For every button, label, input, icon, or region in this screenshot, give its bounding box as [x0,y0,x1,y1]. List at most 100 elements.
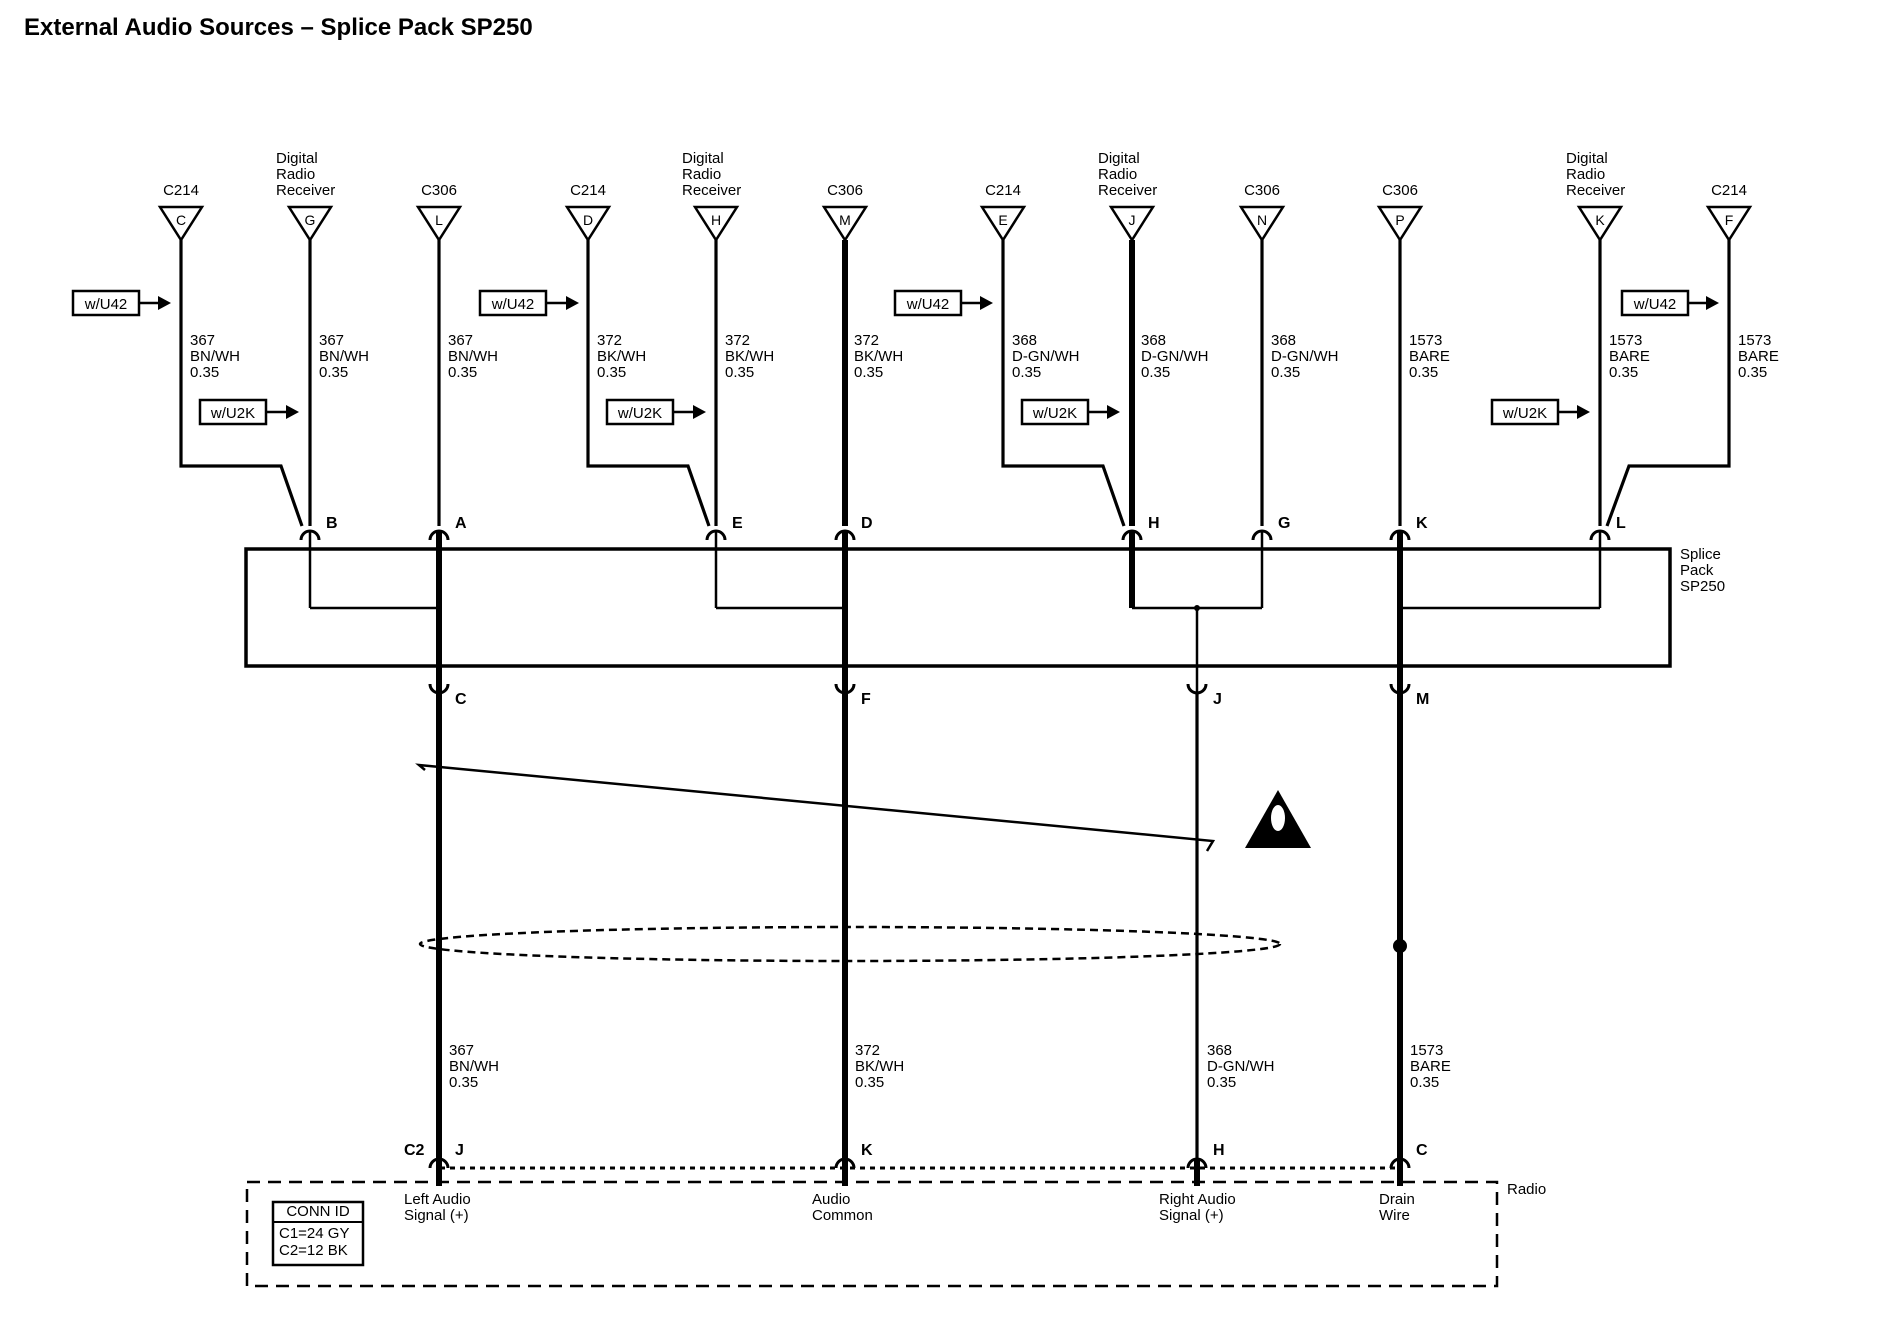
opt-u42-2-label: w/U42 [491,296,535,313]
conn-id-line-2: C2=12 BK [279,1242,348,1259]
shield-drain-splice [1393,939,1407,953]
top-wire-color: BN/WH [448,348,498,365]
connector-pin-11: F [1725,212,1734,228]
bottom-wire-size: 0.35 [855,1074,884,1091]
top-wire-circuit: 372 [725,332,750,349]
opt-u42-1-label: w/U42 [84,296,128,313]
connector-triangle-icon [692,205,740,243]
top-wire-color: BK/WH [854,348,903,365]
radio-pin-1: K [861,1142,873,1159]
arrow-right-icon [693,405,706,419]
arrow-right-icon [1107,405,1120,419]
top-wire-size: 0.35 [1409,364,1438,381]
splice-bottom-pin-0: C [455,691,467,708]
top-wire-color: BARE [1609,348,1650,365]
connector-name-11: C214 [1711,182,1747,199]
connector-name-part: Radio [276,166,315,183]
conn-id-box: CONN ID C1=24 GY C2=12 BK [271,1200,365,1267]
connector-triangle-icon [286,205,334,243]
connector-triangle-icon [157,205,205,243]
connector-name-0: C214 [163,182,199,199]
radio-box [245,1180,1499,1288]
radio-function-l2: Common [812,1207,873,1224]
top-wire-color: BK/WH [597,348,646,365]
top-wire-circuit: 368 [1012,332,1037,349]
bottom-wire-color: BARE [1410,1058,1451,1075]
bottom-wire-size: 0.35 [449,1074,478,1091]
top-wire-size: 0.35 [1012,364,1041,381]
connector-pin-0: C [176,212,186,228]
splice-top-pin-5: G [1278,515,1290,532]
connector-pin-8: N [1257,212,1267,228]
radio-connector-name: C2 [404,1142,425,1159]
top-wire-circuit: 1573 [1609,332,1642,349]
connector-name-part: Receiver [682,182,741,199]
wire-372-c214 [586,240,711,527]
radio-pin-3: C [1416,1142,1428,1159]
splice-top-pin-1: A [455,515,467,532]
arrow-right-icon [566,296,579,310]
top-wire-size: 0.35 [190,364,219,381]
arrow-right-icon [980,296,993,310]
caution-icon [1245,790,1311,848]
top-wire-circuit: 367 [448,332,473,349]
connector-name-part: Radio [1566,166,1605,183]
connector-name-part: Receiver [1098,182,1157,199]
opt-u2k-3-label: w/U2K [1032,405,1077,422]
top-wire-color: D-GN/WH [1271,348,1339,365]
top-wire-circuit: 367 [190,332,215,349]
connector-name-2: C306 [421,182,457,199]
top-wire-color: BARE [1738,348,1779,365]
bottom-wire-size: 0.35 [1207,1074,1236,1091]
top-wire-circuit: 1573 [1409,332,1442,349]
top-wire-color: BK/WH [725,348,774,365]
top-wire-size: 0.35 [1738,364,1767,381]
top-wire-circuit: 368 [1141,332,1166,349]
top-wire-circuit: 372 [854,332,879,349]
connector-name-part: Radio [1098,166,1137,183]
splice-bottom-pin-3: M [1416,691,1429,708]
splice-top-pin-4: H [1148,515,1160,532]
connector-name-part: Receiver [1566,182,1625,199]
connector-triangle-icon [1376,205,1424,243]
top-wire-circuit: 368 [1271,332,1296,349]
splice-bottom-pin-2: J [1213,691,1222,708]
twisted-pair-indicator [415,763,1216,852]
opt-u2k-4-label: w/U2K [1502,405,1547,422]
connector-name-3: C214 [570,182,606,199]
connector-pin-2: L [435,212,443,228]
connector-pin-6: E [998,212,1007,228]
radio-pin-0: J [455,1142,464,1159]
bottom-wire-circuit: 372 [855,1042,880,1059]
radio-pin-2: H [1213,1142,1225,1159]
bottom-wire-circuit: 1573 [1410,1042,1443,1059]
connector-triangle-icon [821,205,869,243]
splice-pack-label-3: SP250 [1680,578,1725,595]
diagram-title: External Audio Sources – Splice Pack SP2… [24,14,533,41]
splice-pack-box [244,547,1672,668]
top-wire-size: 0.35 [1141,364,1170,381]
radio-label: Radio [1507,1181,1546,1198]
connector-triangle-icon [1576,205,1624,243]
bottom-wire-color: BK/WH [855,1058,904,1075]
connector-triangle-icon [1705,205,1753,243]
connector-name-part: Digital [1566,150,1608,167]
connector-name-part: Receiver [276,182,335,199]
connector-name-8: C306 [1244,182,1280,199]
connector-triangle-icon [415,205,463,243]
opt-u42-4-label: w/U42 [1633,296,1677,313]
connector-pin-7: J [1129,212,1136,228]
conn-id-title: CONN ID [286,1203,350,1220]
connector-pin-10: K [1595,212,1605,228]
top-wire-size: 0.35 [725,364,754,381]
connector-name-part: Digital [276,150,318,167]
connector-triangle-icon [564,205,612,243]
splice-pack-label-1: Splice [1680,546,1721,563]
top-wire-size: 0.35 [597,364,626,381]
wire-368-c214 [1001,240,1126,527]
radio-function-l1: Right Audio [1159,1191,1236,1208]
top-wire-color: BN/WH [319,348,369,365]
splice-pack-label-2: Pack [1680,562,1714,579]
top-wire-color: BARE [1409,348,1450,365]
connector-name-part: Radio [682,166,721,183]
